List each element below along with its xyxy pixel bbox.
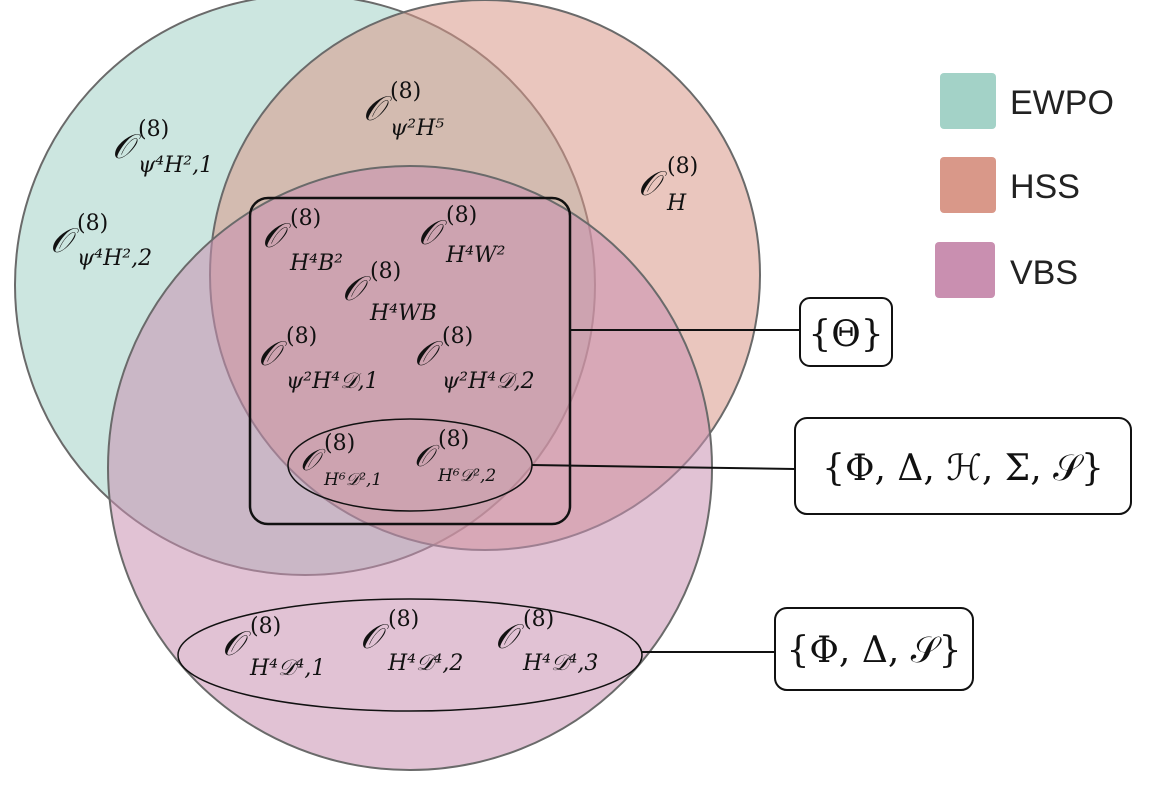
svg-text:(8): (8) [390, 79, 421, 104]
svg-text:H: H [666, 191, 687, 216]
operator-psi2h4d-1: 𝒪 (8) ψ²H⁴𝒟,1 [258, 324, 379, 394]
svg-text:ψ²H⁴𝒟,2: ψ²H⁴𝒟,2 [442, 369, 535, 394]
svg-text:ψ²H⁵: ψ²H⁵ [390, 116, 444, 141]
svg-text:(8): (8) [77, 211, 108, 236]
operator-h4d4-3: 𝒪 (8) H⁴𝒟⁴,3 [495, 607, 598, 676]
svg-text:(8): (8) [250, 614, 281, 639]
theta-rounded-box [248, 196, 572, 526]
svg-text:(8): (8) [388, 607, 419, 632]
svg-text:H⁴𝒟⁴,1: H⁴𝒟⁴,1 [249, 656, 325, 681]
svg-text:H⁴WB: H⁴WB [369, 301, 437, 326]
three-fields-label-box [774, 607, 974, 691]
five-fields-connector [531, 464, 796, 470]
svg-text:H⁶𝒟²,2: H⁶𝒟²,2 [437, 466, 496, 486]
legend-label-hss: HSS [1010, 168, 1080, 206]
theta-label: {Θ} [808, 314, 883, 355]
operator-psi4h2-1: 𝒪 (8) ψ⁴H²,1 [112, 117, 213, 178]
svg-text:H⁴𝒟⁴,3: H⁴𝒟⁴,3 [522, 651, 598, 676]
svg-text:ψ²H⁴𝒟,1: ψ²H⁴𝒟,1 [286, 369, 379, 394]
legend: EWPO HSS VBS [935, 73, 1114, 298]
svg-text:(8): (8) [138, 117, 169, 142]
legend-swatch-hss [940, 157, 996, 213]
svg-text:(8): (8) [324, 431, 355, 456]
three-fields-label: {Φ, Δ, 𝒮} [787, 630, 962, 671]
operator-h4b2: 𝒪 (8) H⁴B² [262, 206, 343, 276]
theta-label-box [799, 297, 893, 367]
svg-text:(8): (8) [442, 324, 473, 349]
legend-swatch-vbs [935, 242, 995, 298]
svg-text:(8): (8) [286, 324, 317, 349]
svg-text:(8): (8) [438, 427, 469, 452]
svg-text:H⁶𝒟²,1: H⁶𝒟²,1 [323, 470, 382, 490]
svg-text:(8): (8) [667, 154, 698, 179]
svg-text:H⁴𝒟⁴,2: H⁴𝒟⁴,2 [387, 651, 463, 676]
five-fields-label: {Φ, Δ, ℋ, Σ, 𝒮} [822, 448, 1104, 489]
svg-text:(8): (8) [290, 206, 321, 231]
operator-h4w2: 𝒪 (8) H⁴W² [418, 203, 505, 268]
operator-psi2h5: 𝒪 (8) ψ²H⁵ [363, 79, 444, 141]
svg-text:H⁴W²: H⁴W² [445, 243, 505, 268]
operator-h4d4-2: 𝒪 (8) H⁴𝒟⁴,2 [360, 607, 463, 676]
svg-text:ψ⁴H²,2: ψ⁴H²,2 [77, 246, 152, 271]
svg-text:(8): (8) [523, 607, 554, 632]
legend-swatch-ewpo [940, 73, 996, 129]
svg-text:(8): (8) [446, 203, 477, 228]
legend-label-vbs: VBS [1010, 254, 1078, 292]
vbs-circle [107, 165, 713, 771]
five-fields-label-box [794, 417, 1132, 515]
legend-label-ewpo: EWPO [1010, 84, 1114, 122]
svg-text:(8): (8) [370, 259, 401, 284]
h4d4-ellipse [177, 598, 643, 712]
svg-text:H⁴B²: H⁴B² [289, 251, 343, 276]
svg-text:ψ⁴H²,1: ψ⁴H²,1 [138, 153, 213, 178]
